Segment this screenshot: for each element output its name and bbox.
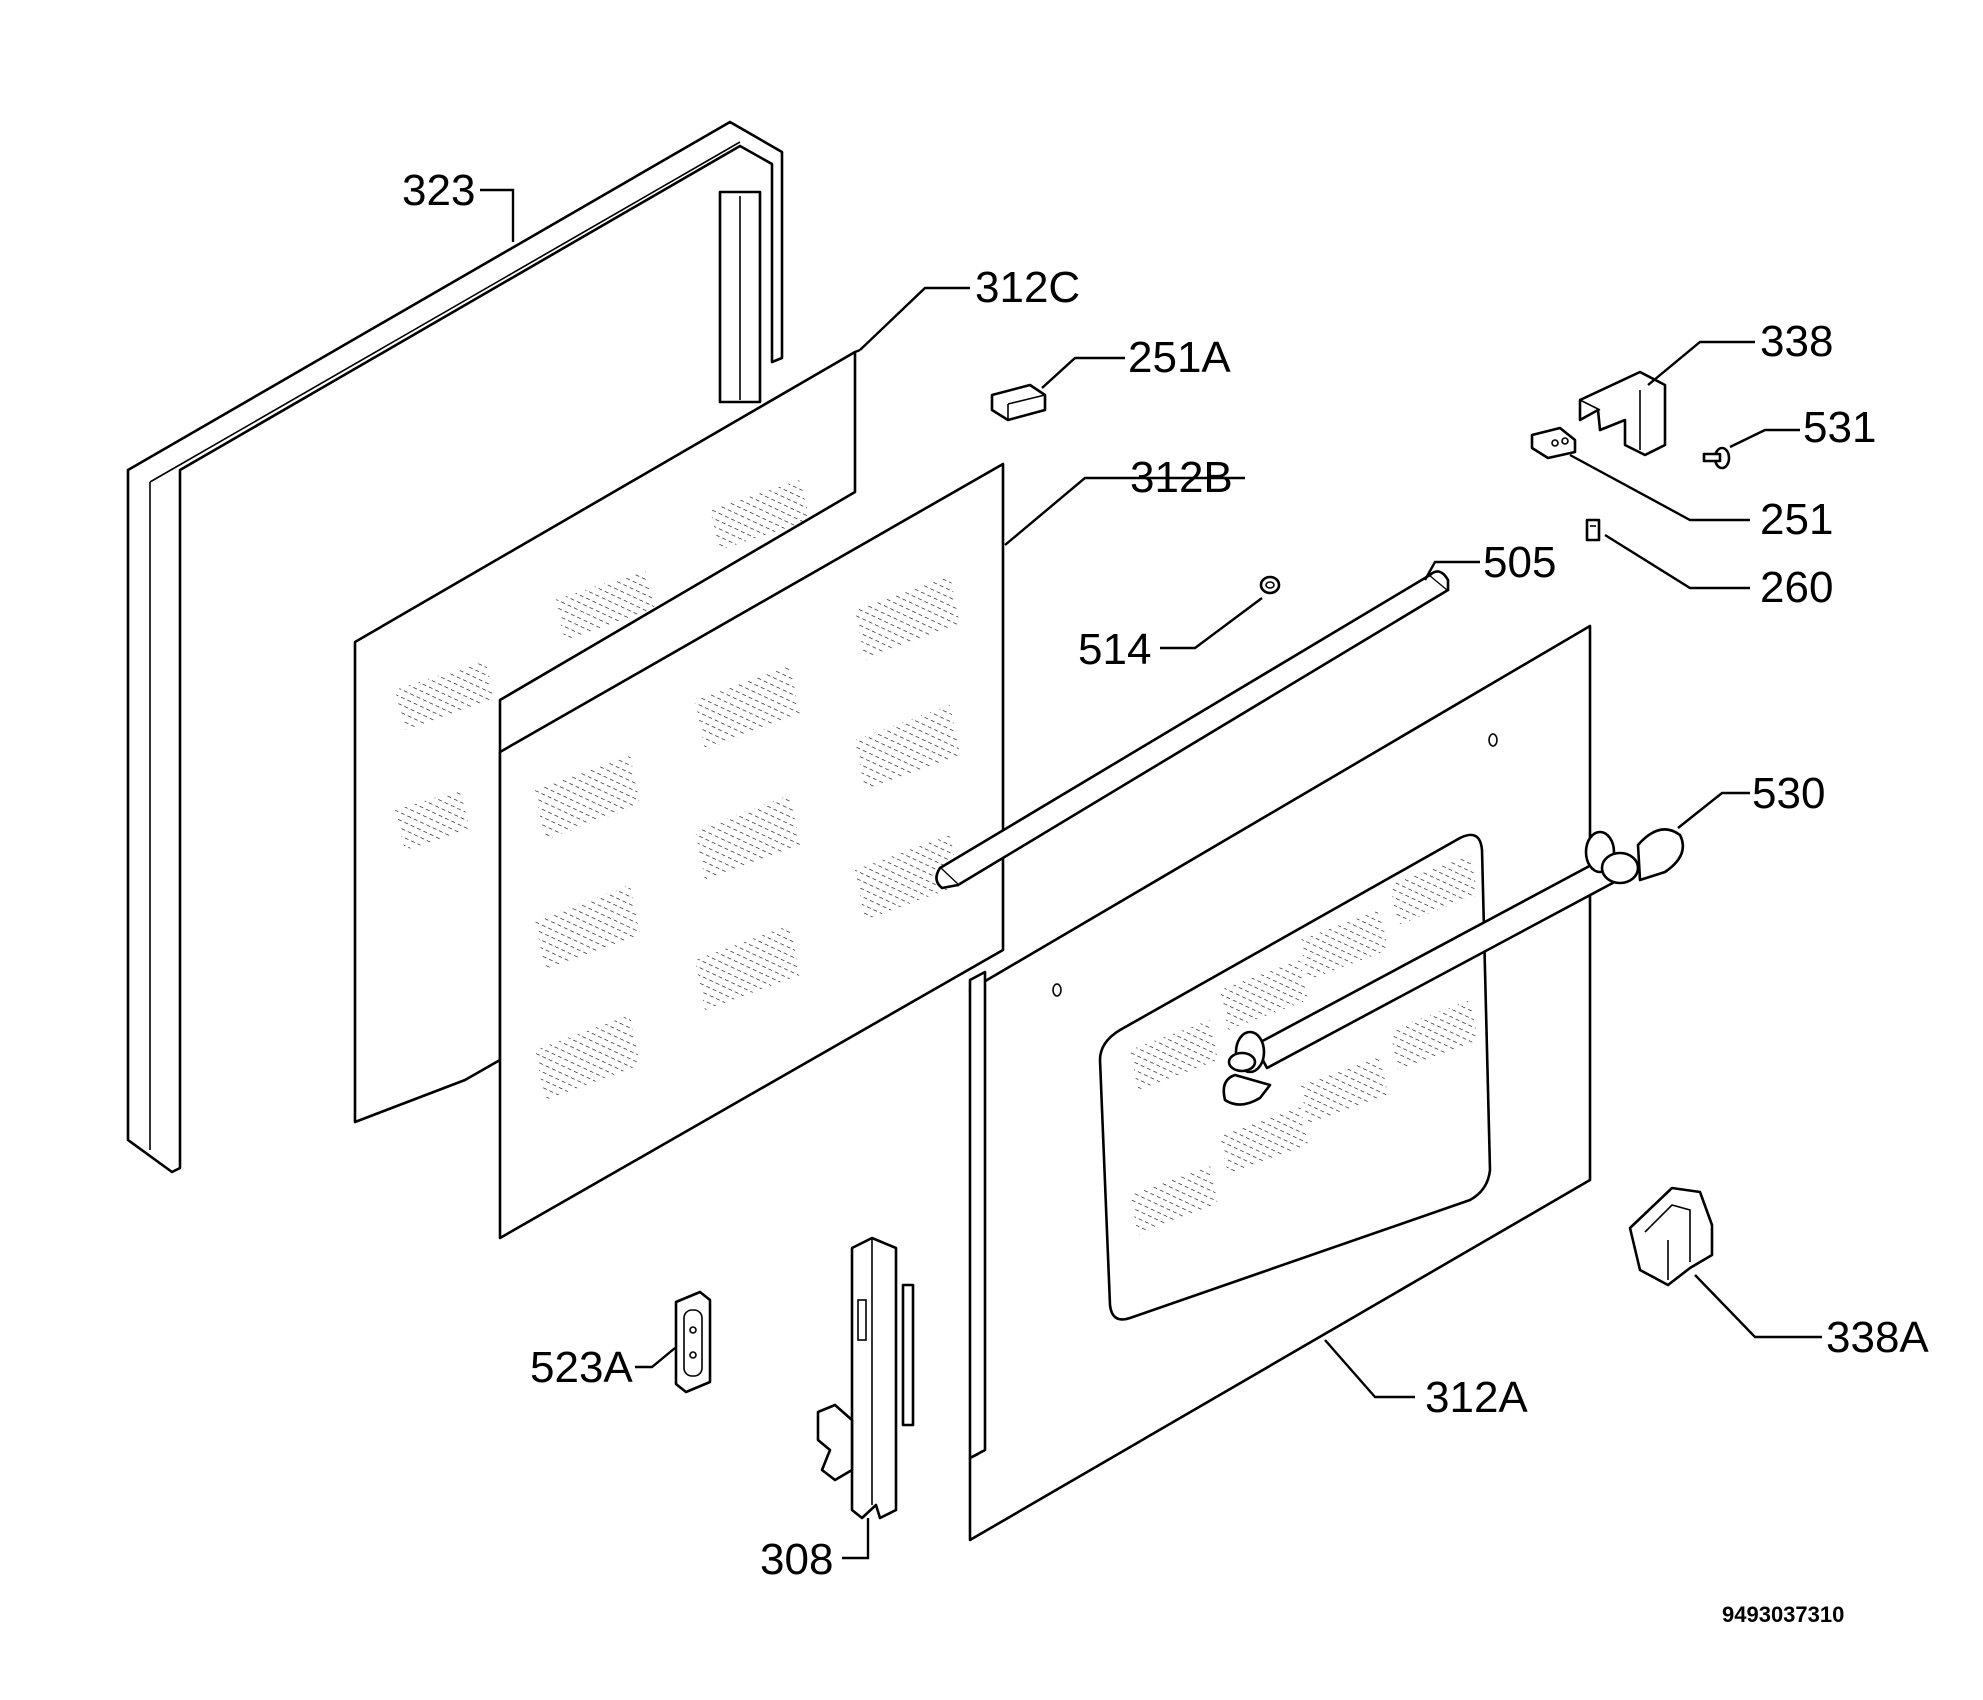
label-514: 514 (1078, 625, 1151, 674)
nut-514 (1259, 575, 1281, 595)
bracket-338a (1628, 1186, 1714, 1287)
handle-530 (1222, 828, 1685, 1106)
profile-strip-505 (935, 570, 1450, 890)
hinge-308 (816, 1236, 915, 1520)
door-panel-312a (968, 624, 1592, 1542)
label-323: 323 (402, 166, 475, 215)
label-251a: 251A (1128, 333, 1231, 382)
label-260: 260 (1760, 563, 1833, 612)
bracket-338 (1578, 370, 1667, 457)
label-530: 530 (1752, 769, 1825, 818)
clip-251 (1530, 426, 1577, 460)
frame-323 (126, 120, 784, 1174)
hinge-plate-523a (674, 1290, 712, 1394)
label-312b: 312B (1130, 453, 1233, 502)
label-531: 531 (1803, 403, 1876, 452)
label-312a: 312A (1425, 1373, 1528, 1422)
part-260 (1585, 518, 1601, 542)
label-505: 505 (1483, 538, 1556, 587)
glass-panel-312b (498, 462, 1005, 1240)
label-308: 308 (760, 1535, 833, 1584)
glass-panel-312c (353, 350, 857, 1124)
label-312c: 312C (975, 263, 1080, 312)
drawing-code: 9493037310 (1722, 1602, 1844, 1627)
leader-lines (480, 188, 1822, 1560)
label-251: 251 (1760, 495, 1833, 544)
screw-531 (1702, 446, 1731, 470)
label-338a: 338A (1826, 1313, 1929, 1362)
part-labels: 323 312C 251A 312B 338 531 251 260 505 5… (402, 166, 1929, 1627)
label-523a: 523A (530, 1343, 633, 1392)
label-338: 338 (1760, 317, 1833, 366)
clip-251a (990, 383, 1047, 422)
